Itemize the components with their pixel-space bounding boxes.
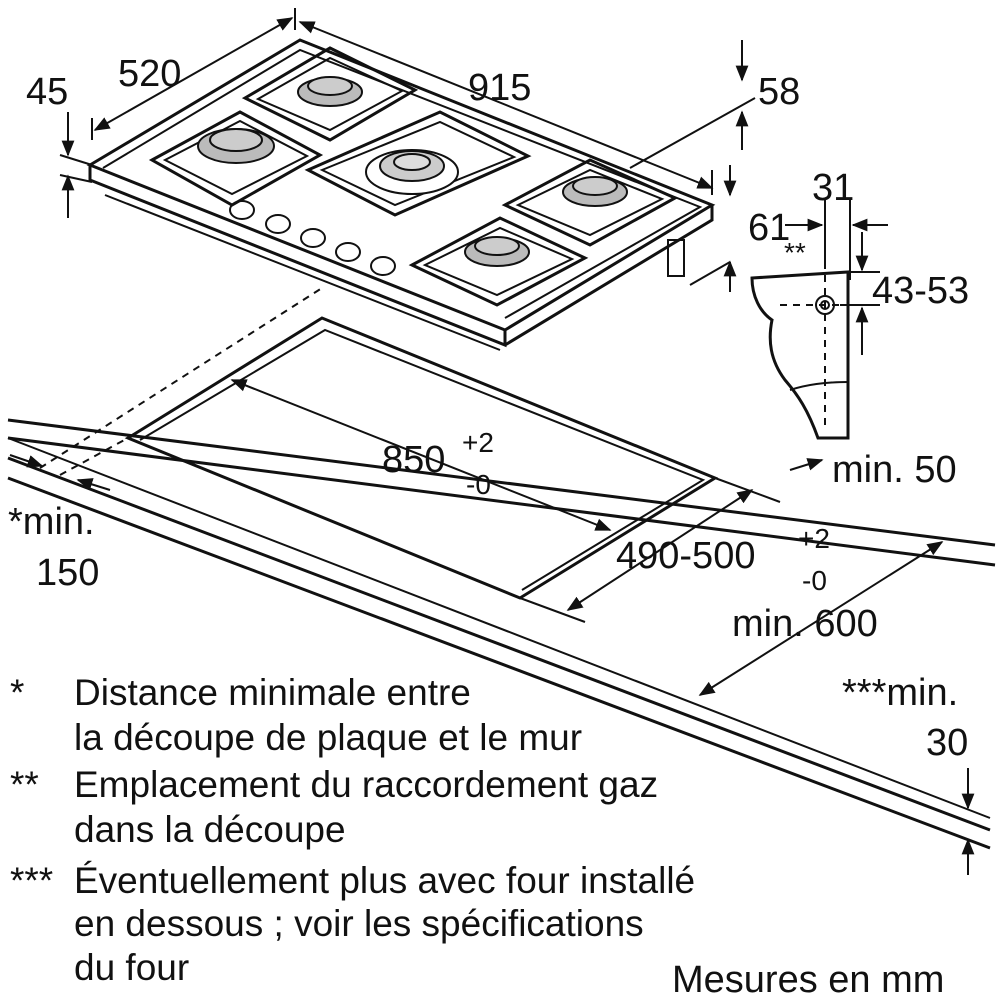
label-min-150-line1: *min. [8,501,95,543]
notes-legend: * Distance minimale entre la découpe de … [10,672,944,1000]
label-min-150-line2: 150 [36,552,99,594]
burner-front-left [148,110,324,207]
note-3-marker: *** [10,860,53,901]
label-gas-vertical: 43-53 [872,270,969,312]
label-gas-marker: ** [784,237,806,268]
gas-hob [86,38,716,351]
label-cutout-width: 850 [382,439,445,481]
note-1-line-2: la découpe de plaque et le mur [74,717,582,758]
note-2-marker: ** [10,764,39,805]
label-cutout-depth-tol-plus: +2 [798,523,830,554]
note-2-line-1: Emplacement du raccordement gaz [74,764,658,805]
note-3-line-1: Éventuellement plus avec four installé [74,860,695,901]
label-hob-height: 45 [26,71,68,113]
label-min-50: min. 50 [832,449,957,491]
label-cutout-depth-tol-minus: -0 [802,565,827,596]
label-gas-horizontal: 31 [812,167,854,209]
label-side-offset: 61 [748,207,790,249]
note-3-line-3: du four [74,947,189,988]
note-1-marker: * [10,672,24,713]
label-min-30-line2: 30 [926,722,968,764]
label-hob-width: 915 [468,67,531,109]
label-min-30-line1: ***min. [842,672,958,714]
note-2-line-2: dans la découpe [74,809,346,850]
cutout-dimension-lines [9,379,975,875]
label-hob-depth: 520 [118,53,181,95]
label-cutout-width-tol-plus: +2 [462,427,494,458]
note-1-line-1: Distance minimale entre [74,672,471,713]
note-3-line-2: en dessous ; voir les spécifications [74,903,644,944]
burner-front-right [408,216,589,307]
dimension-labels: 520 45 915 58 61 31 43-53 ** 850 +2 -0 4… [8,53,969,764]
hob-cutout [39,287,719,600]
gas-connection-detail [750,200,888,440]
label-rear-offset: 58 [758,71,800,113]
label-cutout-width-tol-minus: -0 [466,469,491,500]
label-cutout-depth: 490-500 [616,535,755,577]
units-label: Mesures en mm [672,959,944,1000]
label-min-600: min. 600 [732,603,878,645]
control-knobs [229,200,396,276]
hob-dimension-lines [59,8,756,292]
